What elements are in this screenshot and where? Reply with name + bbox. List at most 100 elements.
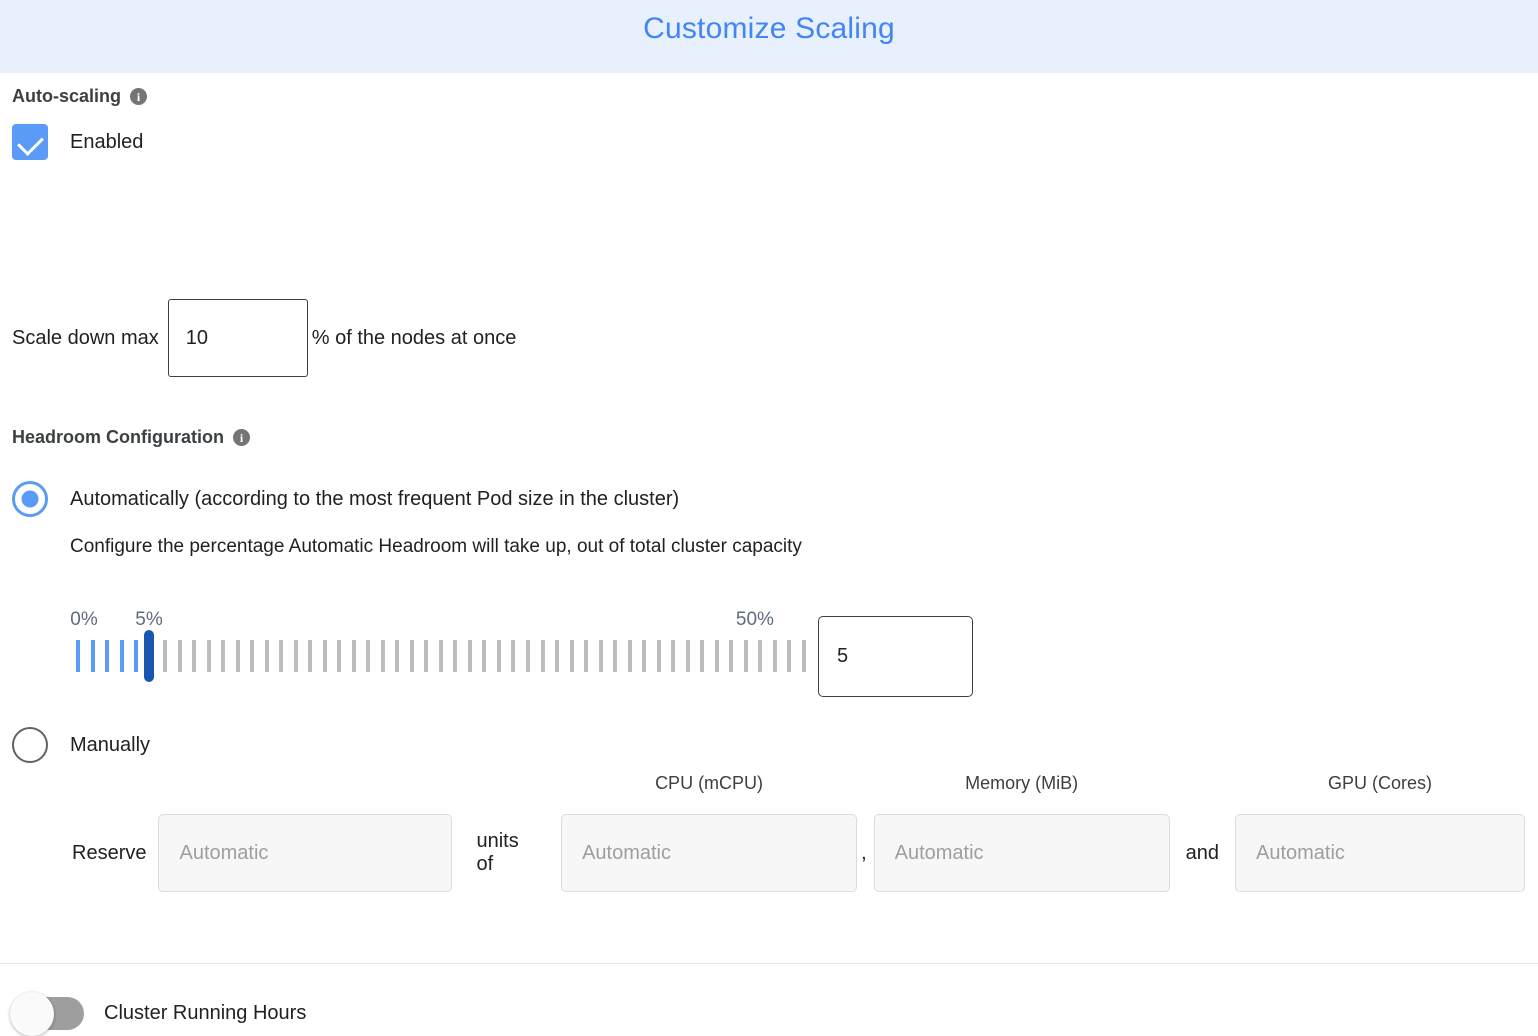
memory-input[interactable] <box>873 814 1170 892</box>
units-of-label: units of <box>476 830 519 875</box>
slider-tick <box>569 640 574 672</box>
comma-separator: , <box>861 841 867 864</box>
slider-tick <box>642 640 647 672</box>
scale-down-max-input[interactable] <box>167 299 308 377</box>
dialog-header: Customize Scaling <box>0 0 1538 73</box>
slider-tick <box>656 640 661 672</box>
headroom-label-text: Headroom Configuration <box>12 427 224 447</box>
slider-tick <box>496 640 501 672</box>
memory-caption: Memory (MiB) <box>965 773 1079 793</box>
checkbox-enabled-label: Enabled <box>70 130 144 153</box>
headroom-percentage-input[interactable] <box>818 616 973 697</box>
radio-manually[interactable] <box>12 727 48 763</box>
slider-tick <box>729 640 734 672</box>
slider-tick <box>627 640 632 672</box>
slider-thumb[interactable] <box>144 630 154 682</box>
gpu-input[interactable] <box>1235 814 1525 892</box>
slider-tick <box>322 640 327 672</box>
scale-down-max-row: Scale down max % of the nodes at once <box>12 299 516 377</box>
slider-tick <box>163 640 168 672</box>
slider-tick <box>395 640 400 672</box>
and-separator: and <box>1185 841 1219 864</box>
checkbox-enabled[interactable] <box>12 124 48 160</box>
slider-tick <box>482 640 487 672</box>
radio-option-automatically[interactable]: Automatically (according to the most fre… <box>12 481 679 517</box>
slider-tick <box>685 640 690 672</box>
slider-tick <box>714 640 719 672</box>
cpu-caption: CPU (mCPU) <box>655 773 764 793</box>
settings-content: Auto-scaling i Enabled Scale down max % … <box>0 73 1538 1036</box>
radio-option-manually[interactable]: Manually <box>12 727 150 763</box>
slider-tick <box>424 640 429 672</box>
slider-tick <box>772 640 777 672</box>
slider-tick <box>206 640 211 672</box>
auto-scaling-label-text: Auto-scaling <box>12 86 122 106</box>
manual-reserve-row: Reserve units of CPU (mCPU) , Memory (Mi… <box>12 773 1525 892</box>
slider-tick <box>76 640 80 672</box>
slider-track[interactable] <box>76 630 806 682</box>
slider-max-label: 50% <box>735 609 774 630</box>
slider-tick <box>366 640 371 672</box>
slider-tick <box>758 640 763 672</box>
slider-tick <box>119 640 124 672</box>
slider-tick <box>90 640 95 672</box>
reserve-units-field-group <box>158 814 453 892</box>
slider-tick <box>308 640 313 672</box>
slider-tick <box>700 640 705 672</box>
gpu-caption: GPU (Cores) <box>1327 773 1432 793</box>
slider-tick <box>409 640 414 672</box>
slider-tick <box>380 640 385 672</box>
slider-tick <box>192 640 197 672</box>
slider-tick <box>177 640 182 672</box>
slider-tick <box>598 640 603 672</box>
slider-tick <box>540 640 545 672</box>
page-title: Customize Scaling <box>643 11 895 45</box>
scale-down-max-suffix: % of the nodes at once <box>311 326 517 349</box>
slider-tick <box>787 640 792 672</box>
slider-tick <box>337 640 342 672</box>
slider-tick <box>235 640 240 672</box>
info-icon[interactable]: i <box>233 429 250 446</box>
cluster-running-hours-label: Cluster Running Hours <box>104 1002 307 1024</box>
slider-tick <box>438 640 443 672</box>
radio-automatically[interactable] <box>12 481 48 517</box>
headroom-percentage-slider[interactable]: 0% 5% 50% <box>70 609 806 682</box>
slider-tick <box>671 640 676 672</box>
slider-min-label: 0% <box>70 609 98 630</box>
headroom-section-label: Headroom Configuration i <box>12 427 250 448</box>
slider-tick <box>351 640 356 672</box>
slider-tick <box>555 640 560 672</box>
slider-tick <box>467 640 472 672</box>
slider-tick <box>453 640 458 672</box>
slider-tick <box>584 640 589 672</box>
cpu-input[interactable] <box>561 814 858 892</box>
toggle-knob <box>10 991 54 1036</box>
slider-tick <box>250 640 255 672</box>
memory-field-group: Memory (MiB) <box>873 773 1170 892</box>
radio-manually-label: Manually <box>70 733 151 756</box>
slider-current-label: 5% <box>135 609 163 630</box>
cluster-running-hours-toggle[interactable] <box>10 991 84 1036</box>
headroom-description: Configure the percentage Automatic Headr… <box>70 536 802 557</box>
slider-tick <box>293 640 298 672</box>
slider-tick <box>511 640 516 672</box>
scale-down-max-label: Scale down max <box>12 326 159 349</box>
slider-tick <box>525 640 530 672</box>
slider-tick <box>613 640 618 672</box>
slider-tick <box>264 640 269 672</box>
slider-tick <box>134 640 139 672</box>
slider-tick <box>801 640 806 672</box>
gpu-field-group: GPU (Cores) <box>1235 773 1525 892</box>
info-icon[interactable]: i <box>130 88 148 105</box>
cpu-field-group: CPU (mCPU) <box>561 773 858 892</box>
reserve-label: Reserve <box>72 841 147 864</box>
auto-scaling-enabled-row[interactable]: Enabled <box>12 124 143 160</box>
reserve-units-input[interactable] <box>158 814 453 892</box>
slider-tick <box>279 640 284 672</box>
slider-tick <box>105 640 110 672</box>
radio-automatically-label: Automatically (according to the most fre… <box>70 487 680 510</box>
slider-tick <box>221 640 226 672</box>
bottom-divider <box>0 963 1538 970</box>
slider-tick <box>743 640 748 672</box>
cluster-running-hours-row[interactable]: Cluster Running Hours <box>10 991 307 1036</box>
